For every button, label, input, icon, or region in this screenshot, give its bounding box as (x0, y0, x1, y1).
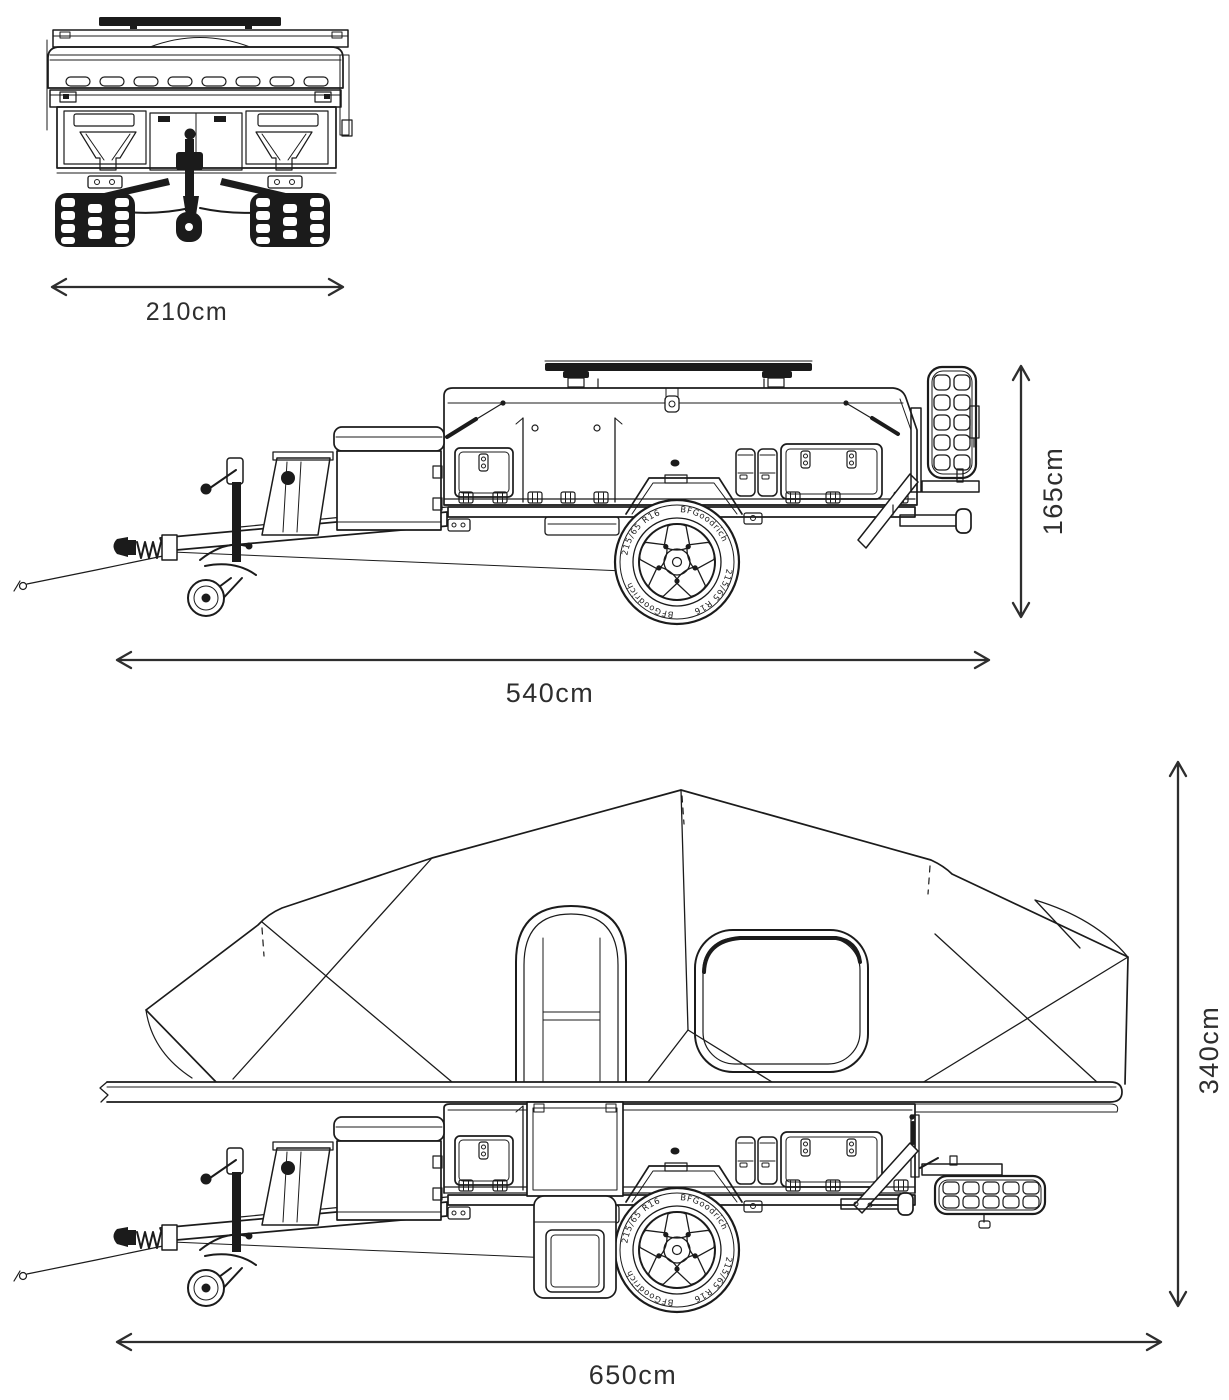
dimension-open-height: 340cm (1168, 760, 1224, 1308)
camper-body-lower (443, 1103, 916, 1194)
open-height-label: 340cm (1194, 1006, 1224, 1095)
front-left-wheel (55, 193, 135, 247)
left-compartment (63, 110, 147, 171)
open-length-label: 650cm (589, 1360, 678, 1390)
road-wheel (615, 500, 739, 624)
road-wheel (615, 1188, 739, 1312)
rear-carrier (857, 365, 980, 549)
front-width-label: 210cm (146, 298, 229, 326)
dimension-arrow (1168, 760, 1188, 1308)
tent-window (694, 929, 869, 1073)
front-right-wheel (250, 193, 330, 247)
lid-clips (65, 76, 329, 87)
spare-tire (926, 365, 978, 480)
dimension-closed-height: 165cm (1011, 364, 1068, 619)
rear-carrier-open (840, 1114, 1047, 1229)
tent-door (515, 905, 627, 1085)
side-view-closed (13, 360, 980, 624)
solar-panel-bar (99, 17, 281, 26)
front-view (46, 17, 353, 247)
side-view-open (13, 789, 1129, 1312)
closed-height-label: 165cm (1038, 447, 1068, 536)
dimension-front-width: 210cm (50, 277, 345, 326)
dimension-arrow (115, 1332, 1163, 1352)
gas-strut (445, 400, 506, 439)
front-jockey-and-hitch (176, 128, 203, 242)
roof-rack (544, 360, 813, 399)
dimension-arrow (50, 277, 345, 297)
upper-band (49, 89, 342, 108)
bed-platform (99, 1081, 1123, 1113)
dimension-closed-length: 540cm (115, 650, 991, 708)
roof-box (52, 29, 349, 48)
dimension-open-length: 650cm (115, 1332, 1163, 1390)
spare-tire-flat (933, 1174, 1047, 1216)
dimension-arrow (1011, 364, 1031, 619)
dimension-arrow (115, 650, 991, 670)
lid-band (47, 46, 344, 89)
entry-ladder (526, 1101, 624, 1299)
right-compartment (245, 110, 329, 171)
gas-strut (843, 400, 900, 436)
closed-length-label: 540cm (506, 678, 595, 708)
pop-up-tent (145, 789, 1129, 1085)
side-bracket (339, 54, 350, 136)
camper-body (443, 387, 918, 506)
